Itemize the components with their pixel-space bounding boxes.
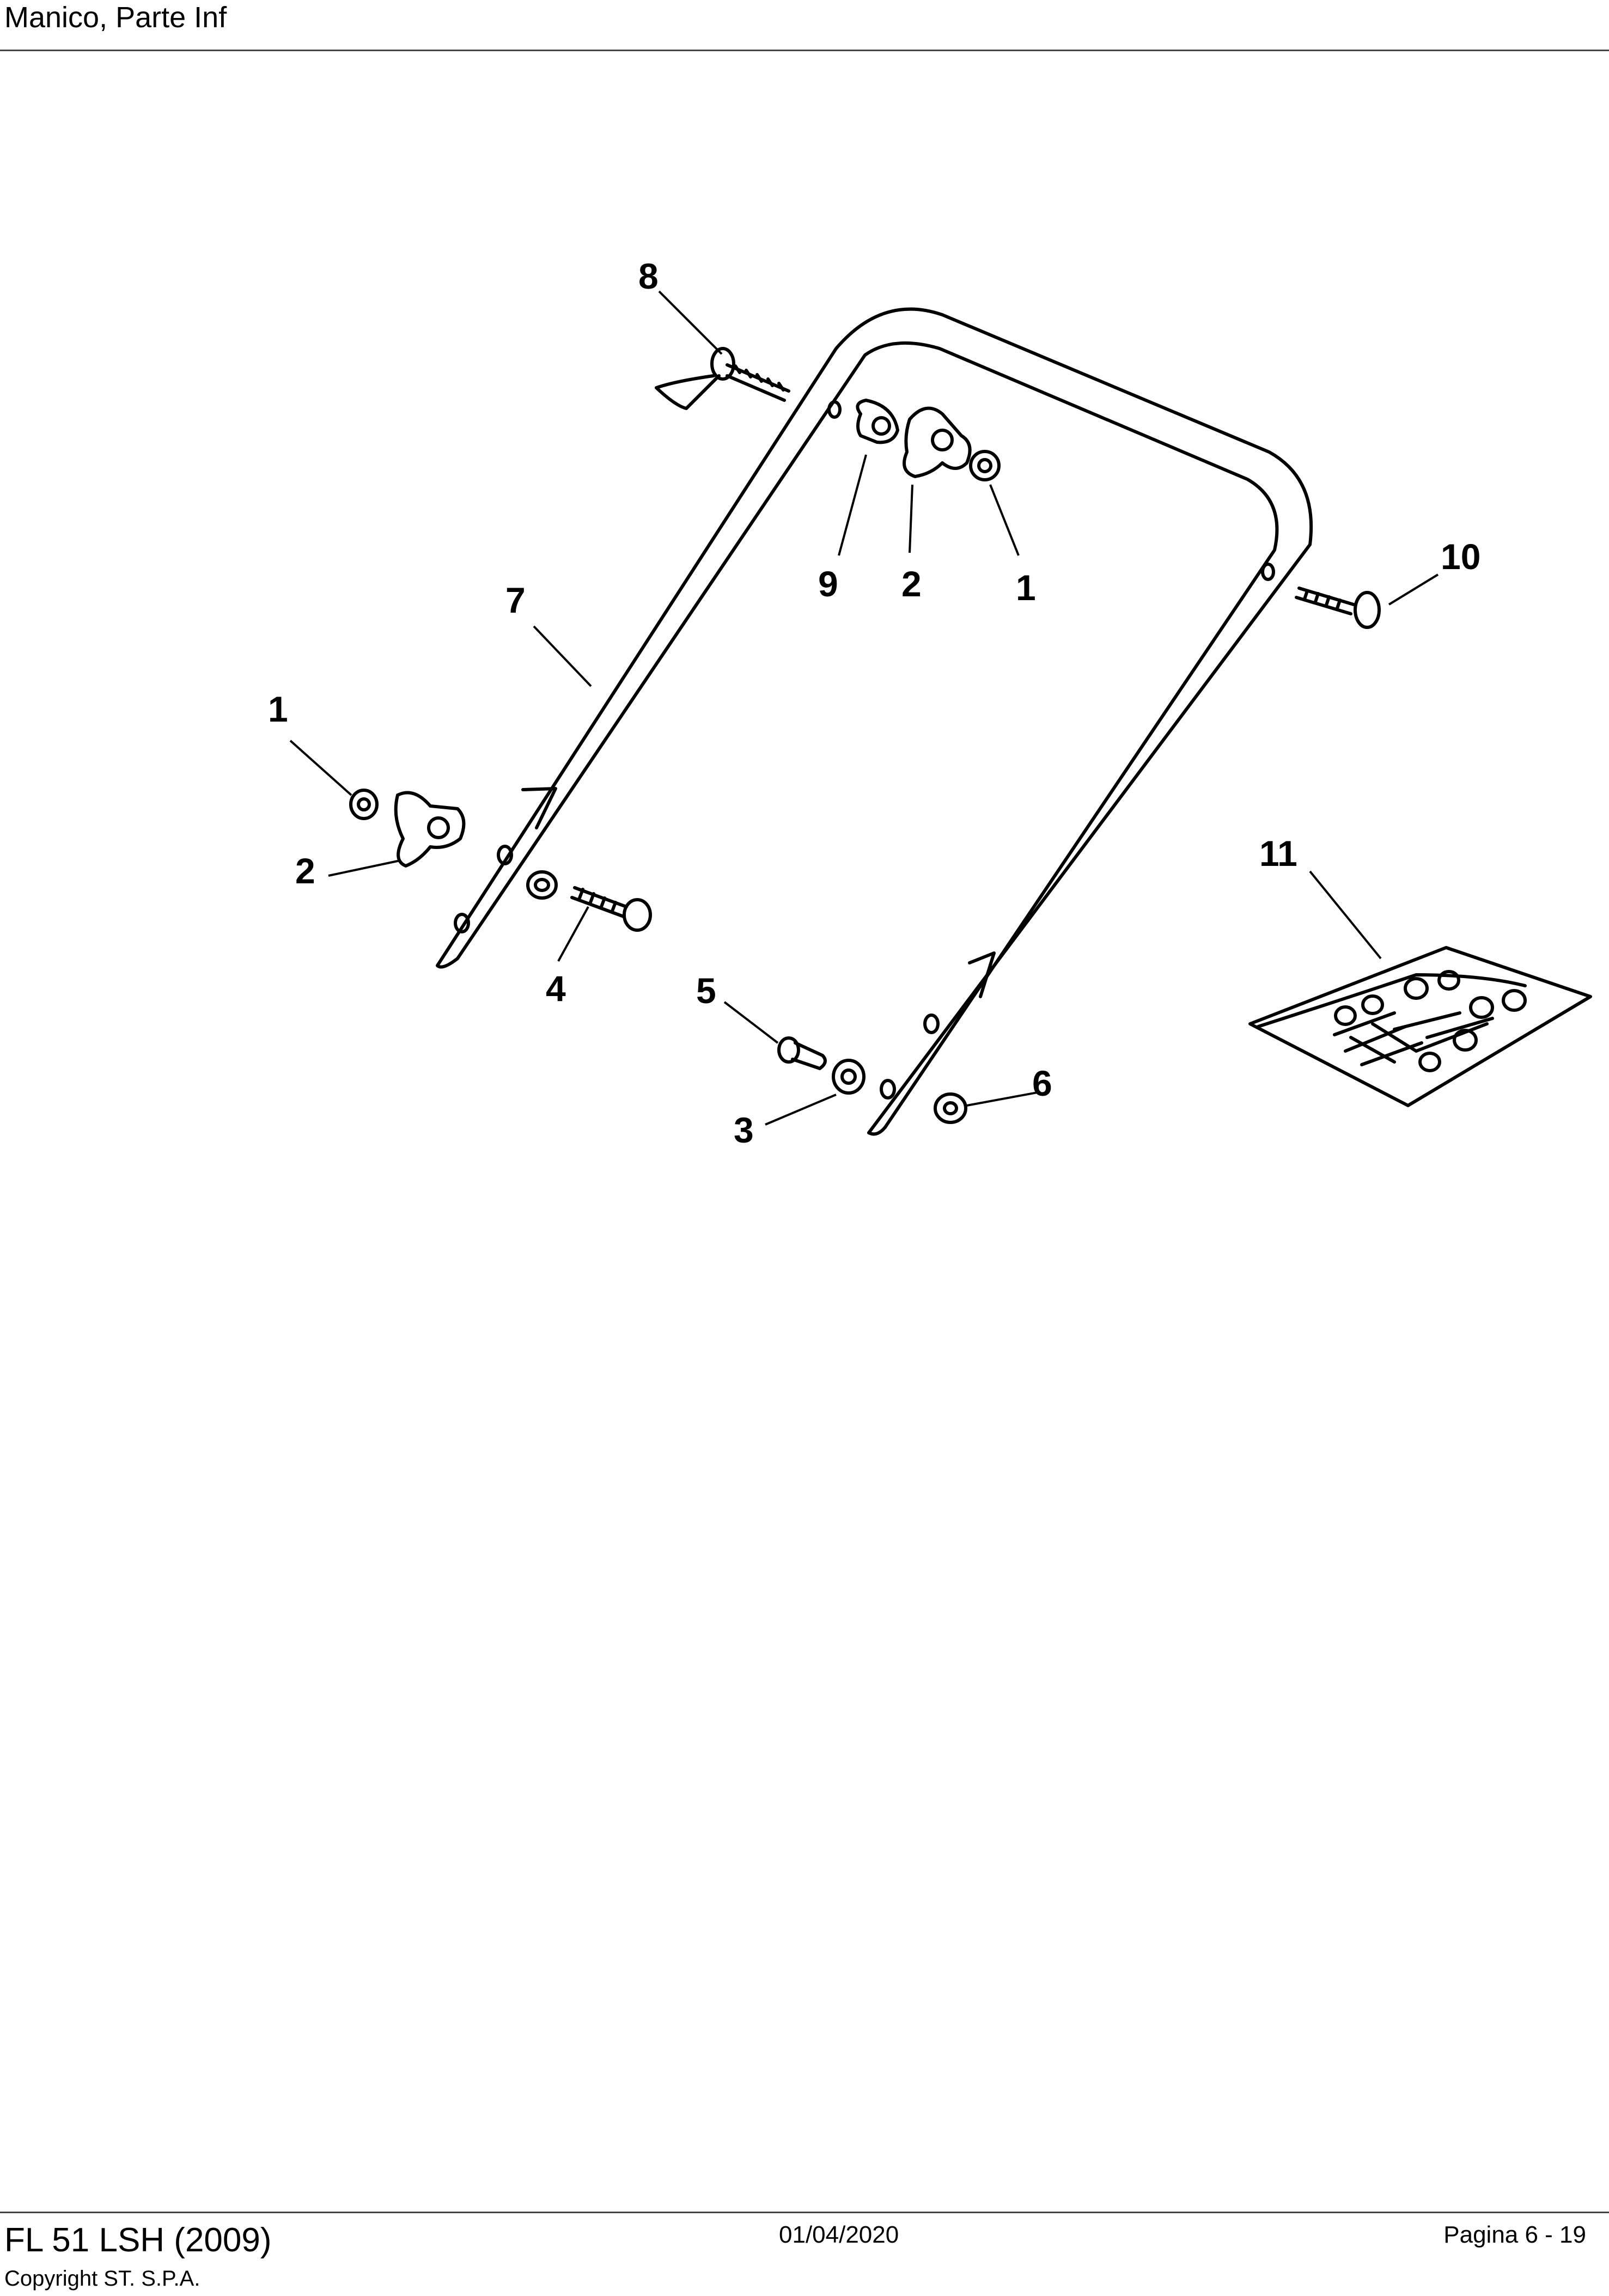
leader-lines [289,290,1439,1126]
part-11-hardware-bag [1248,946,1592,1107]
part-10-bolt [1295,587,1381,629]
callout-8: 8 [638,256,659,296]
header-divider [0,50,1609,51]
part-4-bolt-washer [526,870,652,932]
callout-9: 9 [818,564,838,604]
part-5-short-bolt [777,1036,827,1070]
part-8-clip-bolt [655,347,790,410]
part-1-left-nut [349,789,379,820]
page-number: Pagina 6 - 19 [1443,2221,1586,2248]
part-6-nut [934,1092,967,1124]
footer-divider [0,2212,1609,2213]
part-3-spacer [832,1059,866,1095]
model-name: FL 51 LSH (2009) [4,2221,272,2259]
callout-10: 10 [1441,536,1480,577]
callout-11: 11 [1259,833,1297,874]
lower-handle-frame [436,307,1313,1136]
callout-2-top: 2 [901,564,922,604]
copyright: Copyright ST. S.P.A. [4,2267,200,2291]
page-title: Manico, Parte Inf [4,1,227,34]
callout-1-left: 1 [268,689,288,729]
callout-2-left: 2 [295,851,315,891]
exploded-parts-diagram: 8 7 9 2 1 10 1 2 4 11 5 6 3 [268,256,1592,1150]
part-9-knob [856,399,899,444]
callout-1-top: 1 [1016,567,1036,608]
callout-6: 6 [1032,1063,1052,1103]
part-1-top-nut [969,450,1001,481]
part-2-left-wing-knob [394,791,466,868]
print-date: 01/04/2020 [779,2221,899,2248]
callout-4: 4 [546,968,566,1009]
callout-5: 5 [696,970,716,1011]
callout-3: 3 [734,1110,754,1150]
callout-7: 7 [505,580,526,620]
part-2-top-wing-knob [903,406,972,478]
